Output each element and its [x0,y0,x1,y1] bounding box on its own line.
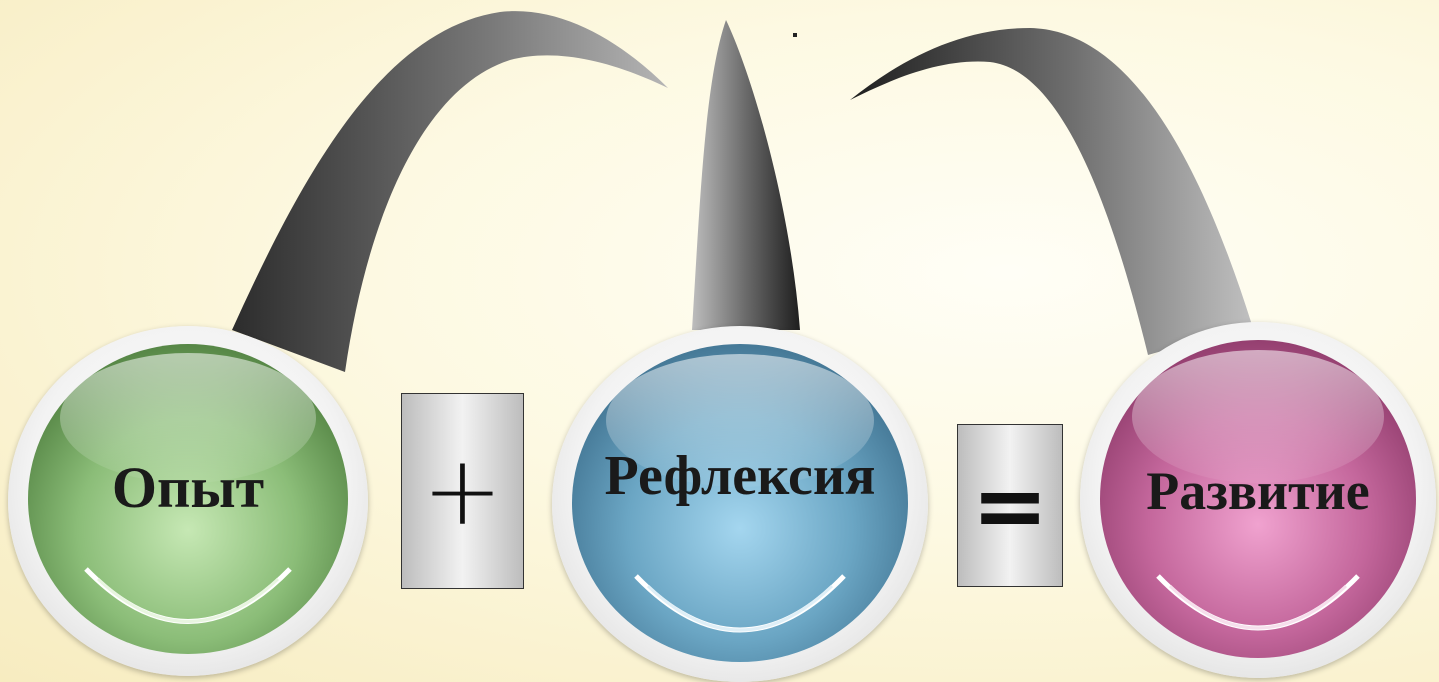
plus-operator: + [401,393,524,589]
lash-decoration [634,574,846,633]
sphere-experience: Опыт [28,344,348,654]
equals-operator: = [957,424,1063,587]
node-label-development: Развитие [1146,461,1370,521]
sphere-development: Развитие [1100,340,1416,658]
sphere-shine [1131,349,1385,484]
node-experience: Опыт [8,326,368,676]
plus-icon: + [422,435,503,547]
sphere-shine [605,353,875,488]
sphere-reflection: Рефлексия [572,344,908,662]
node-label-experience: Опыт [111,455,265,520]
arc-left [232,11,668,372]
lash-decoration [1156,574,1360,631]
node-label-reflection: Рефлексия [604,445,876,507]
sphere-shine [60,353,316,484]
arc-right [850,28,1252,355]
arc-center [692,20,800,330]
equals-icon: = [971,451,1049,559]
node-reflection: Рефлексия [552,326,928,682]
lash-decoration [84,567,292,624]
node-development: Развитие [1080,322,1436,678]
decorative-dot [793,33,797,37]
